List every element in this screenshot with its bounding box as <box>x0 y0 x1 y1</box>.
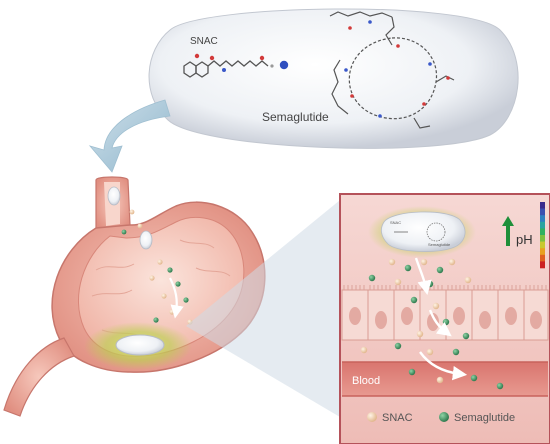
blood-label: Blood <box>352 375 380 387</box>
esophagus-tablet-2 <box>139 230 153 250</box>
ph-scale-segment <box>540 208 545 216</box>
ph-scale-segment <box>540 241 545 249</box>
semaglutide-molecule <box>329 11 455 129</box>
legend-semaglutide-swatch <box>439 412 449 422</box>
epithelial-cells <box>341 285 549 341</box>
esophagus-tablet-1 <box>107 186 121 206</box>
legend-semaglutide-label: Semaglutide <box>454 412 515 424</box>
ph-scale-segment <box>540 254 545 262</box>
ph-scale-segment <box>540 261 545 269</box>
ph-scale-segment <box>540 215 545 223</box>
legend: SNAC Semaglutide <box>367 412 515 424</box>
inset-snac-label: SNAC <box>390 220 401 225</box>
duodenum <box>3 337 75 417</box>
tablet: SNAC Semaglutide <box>148 8 519 149</box>
ph-scale-segment <box>540 248 545 256</box>
sodium-ion-icon <box>279 60 289 70</box>
inset-tablet <box>380 211 466 252</box>
ph-color-scale <box>540 202 545 269</box>
tablet-semaglutide-label: Semaglutide <box>262 110 329 124</box>
flow-arrow-icon <box>169 277 184 319</box>
legend-snac-swatch <box>367 412 377 422</box>
inset-flow-arrow-2-icon <box>428 309 452 337</box>
inset-beads <box>360 258 504 390</box>
inset-semaglutide-label: Semaglutide <box>428 242 451 247</box>
inset-flow-arrow-1-icon <box>414 257 432 296</box>
legend-snac-label: SNAC <box>382 412 413 424</box>
ph-up-arrow-icon <box>502 216 514 246</box>
inset-panel: Blood SNAC Semaglutide pH <box>339 193 550 444</box>
stomach-tablet <box>115 334 165 356</box>
tablet-body <box>148 8 519 149</box>
ph-scale-segment <box>540 221 545 229</box>
ph-scale-segment <box>540 202 545 209</box>
snac-molecule <box>183 53 289 78</box>
tablet-snac-label: SNAC <box>190 36 218 47</box>
zoom-projection <box>186 196 345 420</box>
ph-scale-segment <box>540 228 545 236</box>
ph-label: pH <box>516 232 533 247</box>
blood-vessel <box>342 362 548 396</box>
inset-flow-arrow-3-icon <box>419 351 468 381</box>
ph-scale-segment <box>540 235 545 242</box>
swallow-arrow-icon <box>88 99 171 173</box>
